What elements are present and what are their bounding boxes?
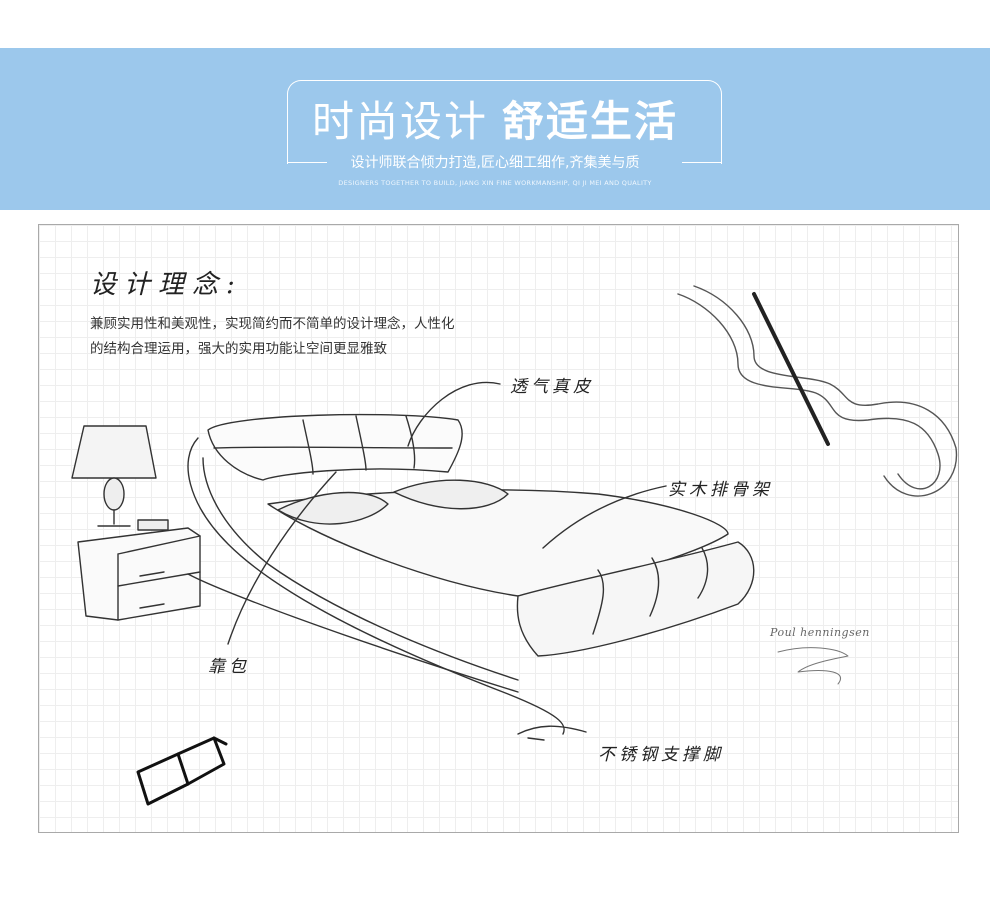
bed-icon (187, 413, 755, 741)
label-breathable-leather: 透气真皮 (510, 377, 594, 397)
header-banner (0, 48, 990, 210)
signature-text: Poul henningsen (770, 626, 870, 639)
subtitle-rule-left (287, 162, 327, 163)
glasses-icon (136, 736, 228, 806)
title-bold: 舒适生活 (502, 97, 679, 146)
bed-sketch-illustration (71, 285, 958, 806)
subtitle: 设计师联合倾力打造,匠心细工细作,齐集美与质 (350, 155, 640, 171)
callout-line-backrest (227, 471, 337, 645)
concept-line: 的结构合理运用，强大的实用功能让空间更显雅致 (90, 341, 387, 357)
title-frame (287, 80, 722, 164)
concept-heading: 设计理念: (90, 270, 243, 300)
callout-line-slats (542, 485, 667, 549)
label-steel-feet: 不锈钢支撑脚 (598, 745, 724, 765)
callout-line-leather (407, 381, 501, 447)
concept-description: 兼顾实用性和美观性，实现简约而不简单的设计理念，人性化 的结构合理运用，强大的实… (90, 312, 570, 362)
nightstand-icon (77, 519, 201, 621)
callout-line-feet (517, 725, 587, 735)
label-backrest: 靠包 (208, 657, 250, 677)
tagline: DESIGNERS TOGETHER TO BUILD, JIANG XIN F… (338, 179, 652, 187)
label-wood-slats: 实木排骨架 (668, 480, 773, 500)
title-light: 时尚设计 (311, 97, 488, 146)
concept-line: 兼顾实用性和美观性，实现简约而不简单的设计理念，人性化 (90, 316, 455, 332)
subtitle-rule-right (682, 162, 722, 163)
measuring-tape-icon (677, 285, 958, 497)
lamp-icon (71, 425, 157, 527)
signature-scribble (777, 647, 849, 685)
page-title: 时尚设计舒适生活 (0, 92, 990, 152)
